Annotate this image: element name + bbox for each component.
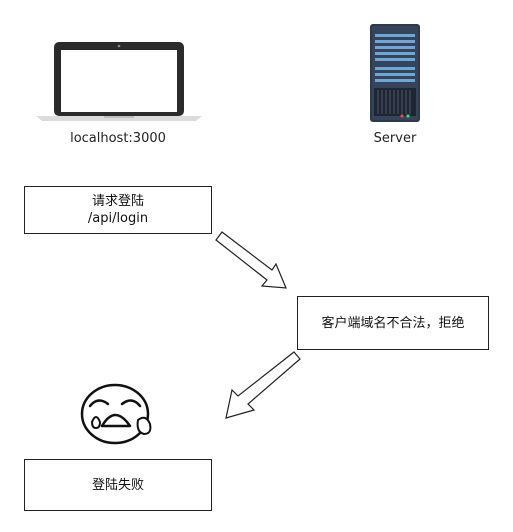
arrow-to-client xyxy=(225,351,301,419)
laptop-icon xyxy=(36,42,202,121)
crying-face-icon xyxy=(80,383,152,445)
server-icon xyxy=(370,24,420,122)
arrow-to-server xyxy=(215,231,287,289)
server-label: Server xyxy=(373,131,417,146)
request-box: 请求登陆 /api/login xyxy=(24,186,212,234)
rejection-box: 客户端域名不合法，拒绝 xyxy=(297,296,489,350)
request-path-text: /api/login xyxy=(87,211,149,226)
result-text: 登陆失败 xyxy=(91,477,144,493)
rejection-text: 客户端域名不合法，拒绝 xyxy=(321,315,465,331)
client-label: localhost:3000 xyxy=(70,131,166,146)
request-method-text: 请求登陆 xyxy=(91,194,144,209)
result-box: 登陆失败 xyxy=(24,459,212,511)
